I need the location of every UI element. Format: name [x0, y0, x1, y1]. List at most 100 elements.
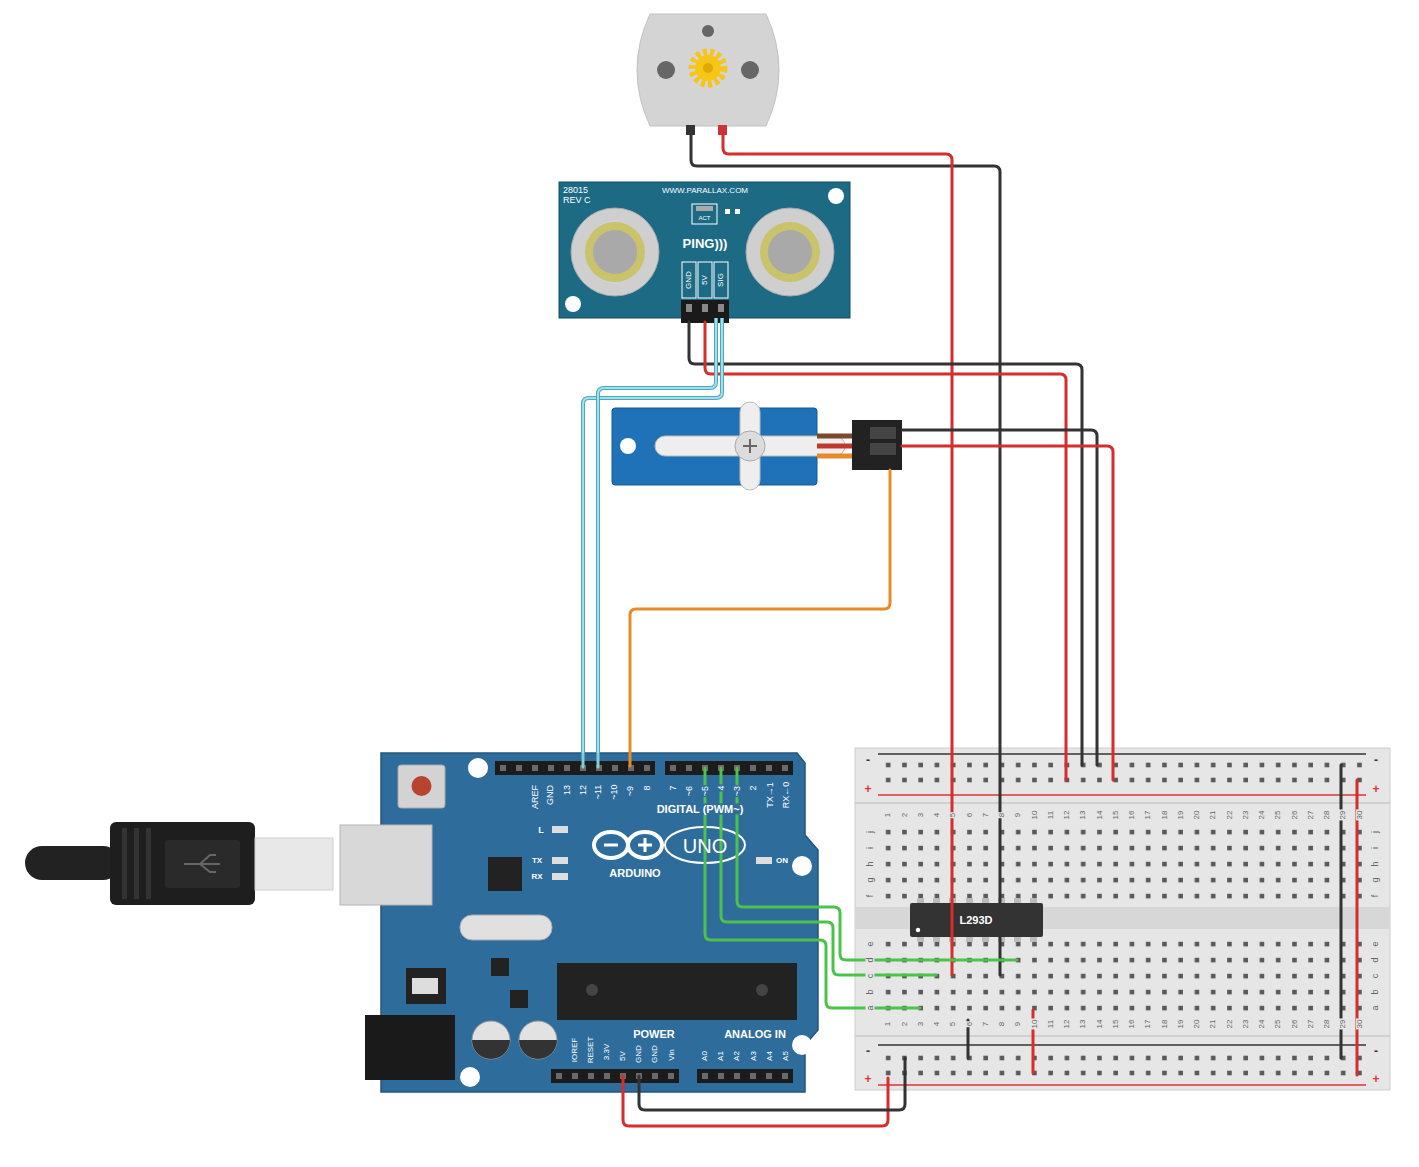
breadboard-label: 7	[982, 1021, 990, 1027]
breadboard-label: i	[866, 846, 875, 850]
breadboard-label: 24	[1258, 810, 1266, 821]
wire	[902, 430, 1097, 765]
sensor-label: GND	[685, 270, 693, 290]
pin	[702, 304, 708, 312]
board-label: ~6	[685, 785, 694, 797]
rail-holes	[880, 1050, 1368, 1080]
servo-lead	[817, 454, 852, 459]
servo-hole	[620, 438, 636, 454]
breadboard-label: 9	[1014, 812, 1022, 818]
mount-hole	[468, 758, 488, 778]
breadboard-label: +	[1371, 783, 1380, 795]
breadboard-label: 3	[917, 812, 925, 818]
servo-horn	[740, 402, 760, 490]
breadboard-label: 8	[998, 812, 1006, 818]
wire	[902, 446, 1113, 780]
usb-symbol	[184, 855, 220, 872]
sensor-label: SIG	[717, 272, 725, 288]
breadboard-label: i	[1371, 846, 1380, 850]
board-label: 2	[749, 784, 758, 791]
mount-hole	[792, 1035, 812, 1055]
breadboard-label: 19	[1177, 810, 1185, 821]
transducer	[746, 208, 834, 296]
wire	[737, 768, 1017, 960]
rail-line	[878, 1084, 1366, 1086]
breadboard-label: -	[1373, 754, 1379, 766]
board-label: RX←0	[782, 781, 791, 810]
header-pins	[665, 761, 793, 775]
capacitor	[472, 1021, 510, 1059]
breadboard-label: f	[866, 894, 875, 899]
breadboard-label: 26	[1291, 1019, 1299, 1030]
breadboard-label: 14	[1096, 810, 1104, 821]
breadboard-label: e	[866, 940, 875, 947]
breadboard-label: 3	[917, 1021, 925, 1027]
capacitor	[519, 1021, 557, 1059]
dc-motor	[637, 14, 779, 126]
breadboard-label: f	[1371, 894, 1380, 899]
breadboard-label: j	[1371, 830, 1380, 834]
led	[552, 826, 568, 833]
breadboard-label: 1	[884, 1021, 892, 1027]
board-label: A4	[766, 1050, 774, 1062]
servo-lead	[817, 444, 852, 449]
breadboard-label: 27	[1307, 810, 1315, 821]
wire	[582, 753, 585, 767]
capacitor-band	[519, 1040, 557, 1059]
mount-hole	[828, 188, 844, 204]
breadboard	[855, 748, 1390, 1090]
board-label: TX	[531, 857, 543, 865]
pin-frame	[714, 262, 728, 298]
microcontroller	[557, 963, 797, 1020]
board-label: L	[537, 826, 545, 835]
sensor-label: WWW.PARALLAX.COM	[661, 187, 749, 195]
led	[552, 873, 568, 880]
breadboard-label: 30	[1356, 1019, 1364, 1030]
wire	[705, 322, 1066, 780]
smd	[735, 209, 740, 214]
chip-notch	[916, 928, 920, 932]
wire-outline	[583, 318, 722, 753]
breadboard-label: -	[865, 754, 871, 766]
board-label: RX	[530, 873, 543, 881]
chip-dot	[756, 984, 768, 996]
breadboard-label: 11	[1047, 1019, 1055, 1029]
board-label: A0	[701, 1050, 709, 1062]
usb-jack	[340, 825, 432, 905]
breadboard-label: a	[866, 1004, 875, 1011]
plug-panel	[165, 840, 240, 888]
board-label: POWER	[632, 1029, 676, 1040]
breadboard-label: 29	[1339, 810, 1347, 821]
board-label: RESET	[587, 1036, 595, 1065]
breadboard-label: 12	[1063, 1019, 1071, 1030]
board-label: AREF	[531, 784, 540, 810]
wire	[597, 753, 600, 767]
header	[665, 761, 793, 775]
breadboard-label: 22	[1226, 810, 1234, 821]
wire	[639, 1058, 905, 1110]
breadboard-label: 26	[1291, 810, 1299, 821]
wire-core	[598, 318, 716, 753]
wire-outline	[598, 318, 716, 753]
board-label: 7	[669, 784, 678, 791]
usb-cable	[25, 846, 120, 880]
breadboard-label: 23	[1242, 810, 1250, 821]
breadboard-label: +	[863, 1073, 872, 1085]
breadboard-label: j	[866, 830, 875, 834]
pin	[718, 304, 724, 312]
power-jack	[365, 1015, 455, 1080]
sensor-label: 5V	[701, 274, 709, 286]
breadboard-label: b	[866, 988, 875, 995]
sensor-label: 28015 REV C	[562, 185, 600, 206]
breadboard-label: 5	[949, 1021, 957, 1027]
motor-hole	[702, 25, 714, 37]
board-label: 5V	[619, 1050, 627, 1062]
breadboard-label: 21	[1209, 810, 1217, 821]
servo-horn	[655, 436, 845, 456]
reset-cap	[412, 776, 432, 796]
board-label: 3.3V	[603, 1043, 611, 1061]
signal-wire	[583, 318, 722, 753]
breadboard-label: 22	[1226, 1019, 1234, 1030]
